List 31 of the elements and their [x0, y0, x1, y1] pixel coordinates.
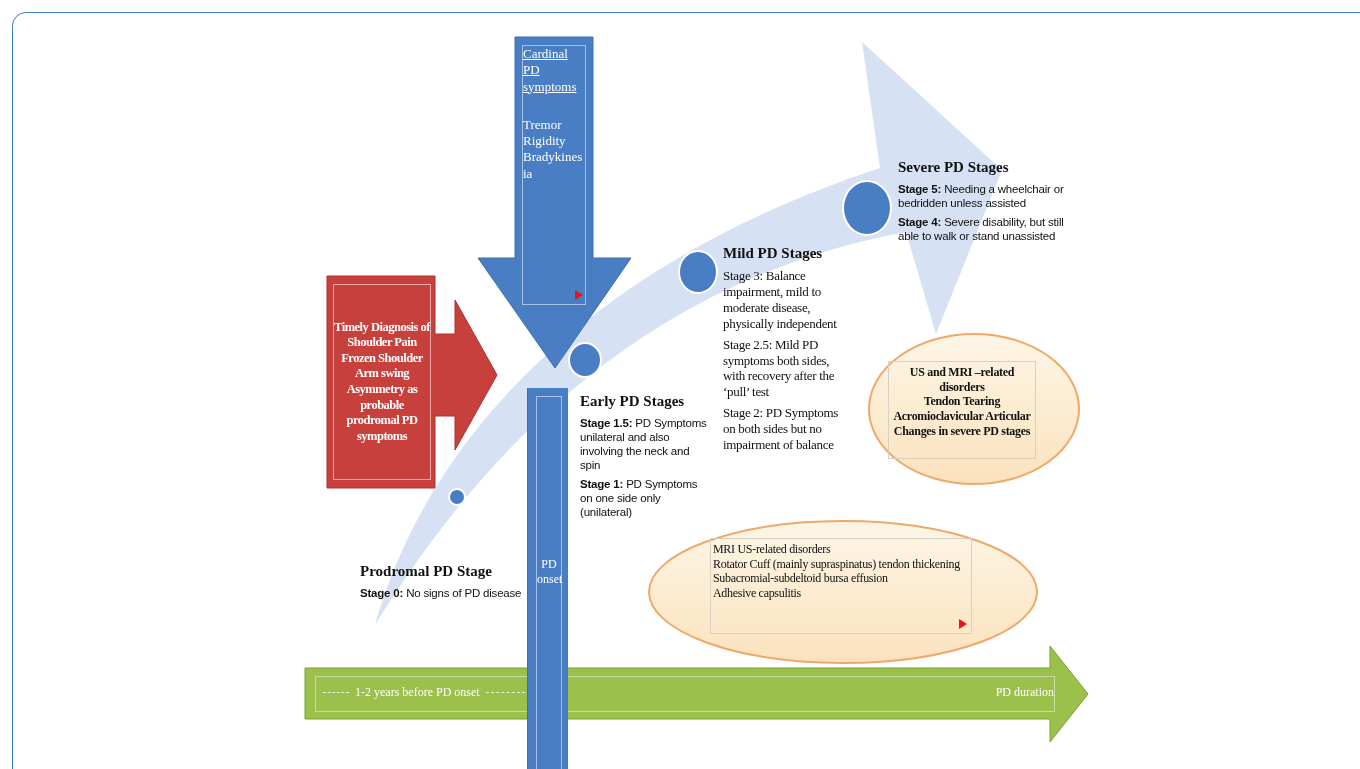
stage-description: Stage 4: Severe disability, but still able to walk or stand unassisted	[898, 215, 1065, 244]
down-block-arrow	[478, 37, 631, 368]
disorder-text: US and MRI –related disorders	[908, 365, 1016, 395]
disorder-text: Tendon Tearing	[922, 394, 1002, 409]
disorder-text: MRI US-related disorders	[713, 542, 832, 557]
oval-callout	[868, 333, 1080, 485]
timeline-label: PD duration	[995, 685, 1054, 700]
stage-heading: Mild PD Stages	[723, 244, 824, 263]
stage-description: Stage 5: Needing a wheelchair or bedridden unless assisted	[898, 182, 1065, 211]
oval-callout	[648, 520, 1038, 664]
disorder-text: Adhesive capsulitis	[713, 585, 802, 601]
onset-label: PD onset	[537, 557, 561, 587]
prodromal-symptoms-text: Timely Diagnosis of Shoulder Pain Frozen Shoulder Arm swing Asymmetry as probable prodromal PD symptoms	[334, 319, 430, 445]
disorder-text: Acromioclavicular Articular Changes in severe PD stages	[892, 408, 1032, 439]
stage-heading: Early PD Stages	[580, 392, 686, 411]
stage-description: Stage 2: PD Symptoms on both sides but no impairment of balance	[723, 405, 839, 453]
arrow-heading: Cardinal PD symptoms	[523, 46, 578, 95]
onset-bar	[527, 388, 568, 769]
stage-heading: Severe PD Stages	[898, 158, 1010, 177]
disorder-text: Subacromial-subdeltoid bursa effusion	[713, 571, 889, 586]
stage-description: Stage 1: PD Symptoms on one side only (unilateral)	[580, 477, 699, 520]
stage-description: Stage 2.5: Mild PD symptoms both sides, with recovery after the ‘pull’ test	[723, 336, 836, 401]
disorder-text: Rotator Cuff (mainly supraspinatus) tendon thickening	[713, 556, 961, 572]
duration-timeline	[305, 646, 1090, 743]
stage-heading: Prodromal PD Stage	[360, 562, 493, 581]
stage-description: Stage 1.5: PD Symptoms unilateral and also involving the neck and spin	[580, 416, 708, 473]
right-block-arrow	[327, 276, 497, 488]
timeline-label: 1-2 years before PD onset	[355, 685, 480, 700]
stage-description: Stage 3: Balance impairment, mild to moderate disease, physically independent	[723, 268, 838, 332]
symptom-list: Tremor Rigidity Bradykinesia	[523, 116, 585, 182]
stage-description: Stage 0: No signs of PD disease	[360, 586, 523, 601]
